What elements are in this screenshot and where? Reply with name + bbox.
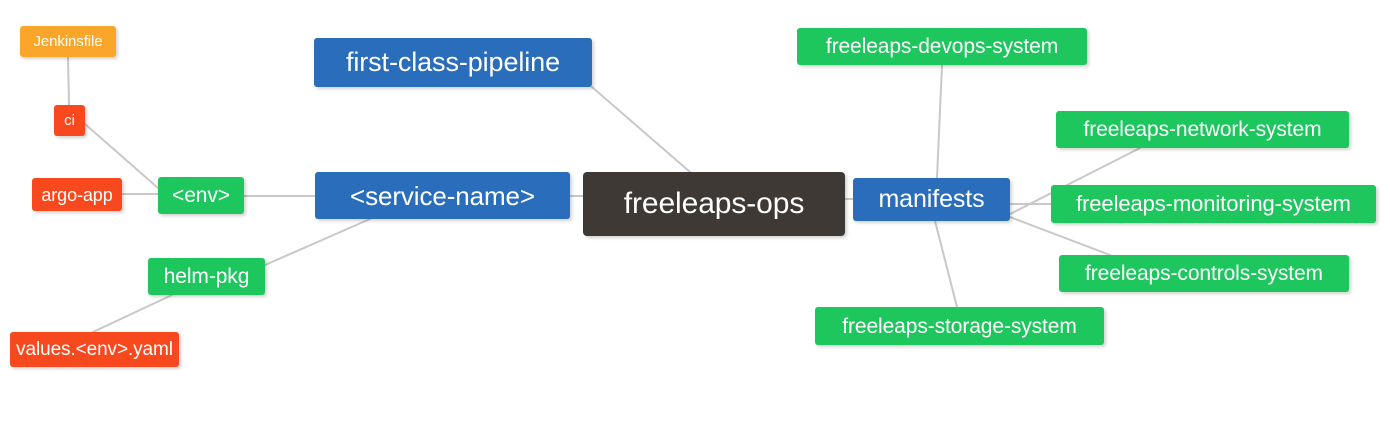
mindmap-node-ci[interactable]: ci bbox=[54, 105, 85, 136]
mindmap-node-jenkinsfile[interactable]: Jenkinsfile bbox=[20, 26, 116, 57]
mindmap-node-manifests[interactable]: manifests bbox=[853, 178, 1010, 221]
mindmap-node-first-class-pipeline[interactable]: first-class-pipeline bbox=[314, 38, 592, 87]
mindmap-node-values-env-yaml[interactable]: values.<env>.yaml bbox=[10, 332, 179, 367]
mindmap-node-helm-pkg[interactable]: helm-pkg bbox=[148, 258, 265, 295]
mindmap-node-service-name[interactable]: <service-name> bbox=[315, 172, 570, 219]
mindmap-node-freeleaps-ops[interactable]: freeleaps-ops bbox=[583, 172, 845, 236]
mindmap-node-freeleaps-monitoring-system[interactable]: freeleaps-monitoring-system bbox=[1051, 185, 1376, 223]
mindmap-node-freeleaps-controls-system[interactable]: freeleaps-controls-system bbox=[1059, 255, 1349, 292]
mindmap-node-freeleaps-storage-system[interactable]: freeleaps-storage-system bbox=[815, 307, 1104, 345]
mindmap-node-freeleaps-devops-system[interactable]: freeleaps-devops-system bbox=[797, 28, 1087, 65]
mindmap-node-argo-app[interactable]: argo-app bbox=[32, 178, 122, 211]
mindmap-node-env[interactable]: <env> bbox=[158, 177, 244, 214]
mindmap-node-freeleaps-network-system[interactable]: freeleaps-network-system bbox=[1056, 111, 1349, 148]
